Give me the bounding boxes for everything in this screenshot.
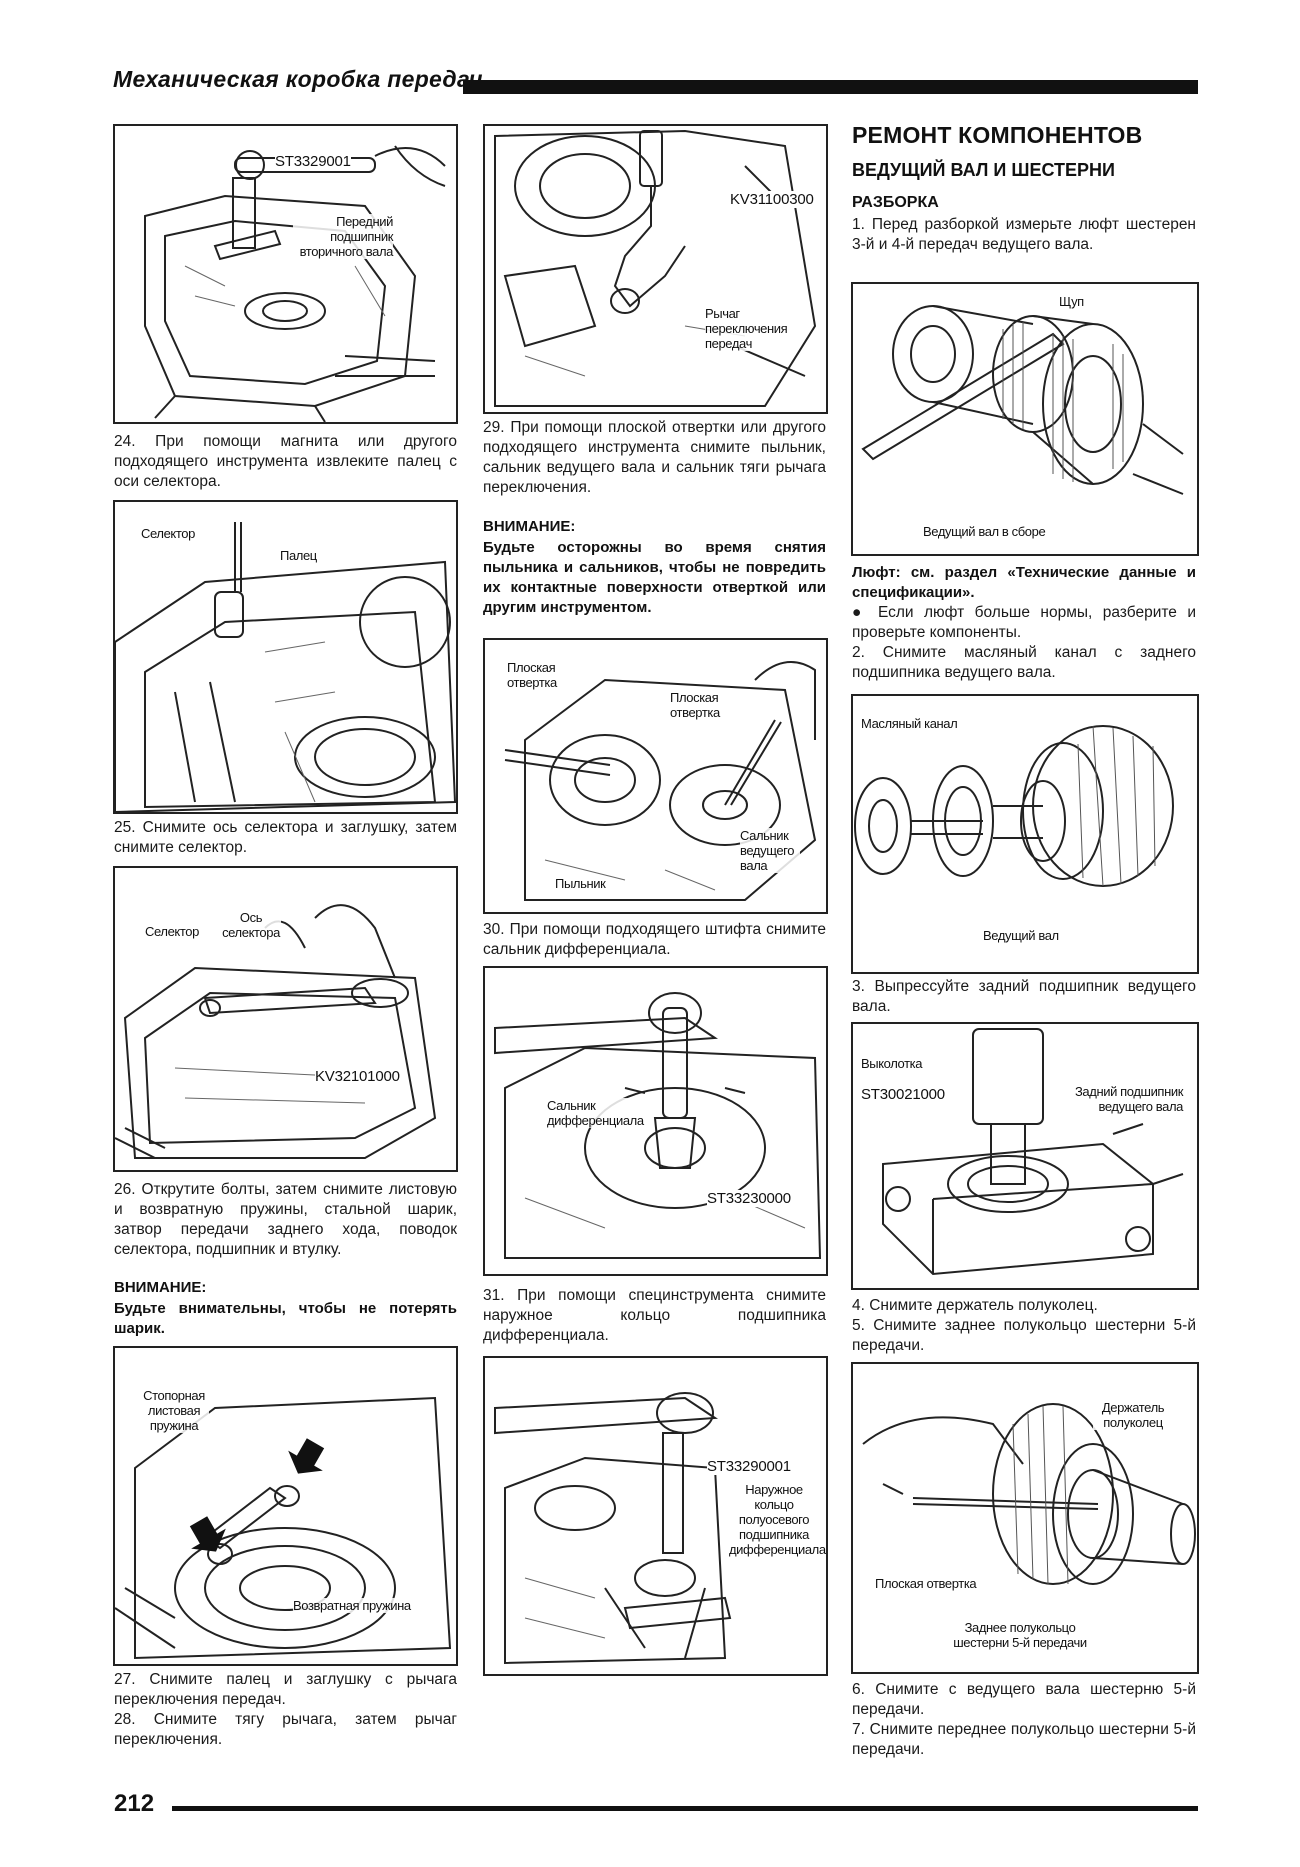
callout-oil-channel: Масляный канал xyxy=(861,716,958,731)
tool-code: ST33230000 xyxy=(707,1190,791,1207)
illustration-diff-seal xyxy=(494,992,822,1259)
illustration-output-bearing-tool xyxy=(144,145,446,422)
figure-step-27: Стопорная листовая пружина Возвратная пр… xyxy=(113,1346,458,1666)
figure-step-30: Плоская отвертка Плоская отвертка Пыльни… xyxy=(483,638,828,914)
illustration-oil-channel xyxy=(854,725,1174,887)
callout-leaf-spring: Стопорная листовая пружина xyxy=(139,1388,209,1433)
warning-text: Будьте внимательны, чтобы не потерять ша… xyxy=(114,1300,457,1337)
figure-rear-bearing: Выколотка ST30021000 Задний подшипник ве… xyxy=(851,1022,1199,1290)
comp-step-5-text: 5. Снимите заднее полукольцо шестерни 5-… xyxy=(852,1317,1196,1354)
comp-bullet-text: ● Если люфт больше нормы, разберите и пр… xyxy=(852,604,1196,641)
section-heading: РЕМОНТ КОМПОНЕНТОВ xyxy=(852,122,1143,148)
warning-title: ВНИМАНИЕ: xyxy=(483,518,576,535)
comp-step-2-text: 2. Снимите масляный канал с заднего подш… xyxy=(852,644,1196,681)
step-28-text: 28. Снимите тягу рычага, затем рычаг пер… xyxy=(114,1711,457,1748)
figure-oil-channel: Масляный канал Ведущий вал xyxy=(851,694,1199,974)
callout-rear-half-ring: Заднее полукольцо шестерни 5-й передачи xyxy=(945,1620,1095,1650)
callout-boot: Пыльник xyxy=(555,876,606,891)
figure-step-31: Сальник дифференциала ST33230000 xyxy=(483,966,828,1276)
illustration-half-ring xyxy=(862,1403,1196,1585)
step-26-text: 26. Открутите болты, затем снимите листо… xyxy=(114,1181,457,1258)
page-number: 212 xyxy=(114,1790,155,1817)
step-27-text: 27. Снимите палец и заглушку с рычага пе… xyxy=(114,1671,457,1708)
page-header-title: Механическая коробка передач xyxy=(113,66,483,92)
illustration-bearing-press xyxy=(882,1028,1184,1276)
comp-step-4-text: 4. Снимите держатель полуколец. xyxy=(852,1297,1098,1314)
illustration-selector-pin xyxy=(115,522,456,812)
header-rule xyxy=(463,80,1198,94)
callout-outer-race: Наружное кольцо полуосевого подшипника д… xyxy=(729,1482,826,1557)
footer-rule xyxy=(172,1806,1198,1811)
callout-screwdriver-left: Плоская отвертка xyxy=(507,660,567,690)
subsubsection-heading: РАЗБОРКА xyxy=(852,194,939,211)
warning-text: Будьте осторожны во время снятия пыльник… xyxy=(483,539,826,616)
tool-code: KV31100300 xyxy=(730,191,814,208)
step-29-text: 29. При помощи плоской отвертки или друг… xyxy=(483,419,826,496)
callout-input-shaft-assy: Ведущий вал в сборе xyxy=(923,524,1046,539)
figure-step-24: ST3329001 Передний подшипник вторичного … xyxy=(113,124,458,424)
figure-step-29: KV31100300 Рычаг переключения передач xyxy=(483,124,828,414)
illustration-seal-removal xyxy=(504,661,817,901)
callout-feeler-gauge: Щуп xyxy=(1059,294,1084,309)
illustration-selector-axis xyxy=(115,904,437,1159)
callout-flat-screwdriver: Плоская отвертка xyxy=(875,1576,977,1591)
callout-selector-axis: Ось селектора xyxy=(221,910,281,940)
callout-pin: Палец xyxy=(280,548,317,563)
callout-rear-bearing: Задний подшипник ведущего вала xyxy=(1063,1084,1183,1114)
callout-shift-lever: Рычаг переключения передач xyxy=(705,306,788,351)
figure-snap-ring: Держатель полуколец Плоская отвертка Зад… xyxy=(851,1362,1199,1674)
step-24-text: 24. При помощи магнита или другого подхо… xyxy=(114,433,457,490)
callout-input-shaft-seal: Сальник ведущего вала xyxy=(740,828,800,873)
callout-return-spring: Возвратная пружина xyxy=(293,1598,411,1613)
step-31-text: 31. При помощи специнструмента снимите н… xyxy=(483,1287,826,1344)
illustration-bearing-race xyxy=(494,1392,732,1665)
illustration-feeler-gauge xyxy=(861,305,1184,495)
callout-ring-holder: Держатель полуколец xyxy=(1093,1400,1173,1430)
figure-step-32: ST33290001 Наружное кольцо полуосевого п… xyxy=(483,1356,828,1676)
step-25-text: 25. Снимите ось селектора и заглушку, за… xyxy=(114,819,457,856)
subsection-heading: ВЕДУЩИЙ ВАЛ И ШЕСТЕРНИ xyxy=(852,160,1115,180)
callout-selector: Селектор xyxy=(145,924,199,939)
callout-diff-seal: Сальник дифференциала xyxy=(547,1098,644,1128)
callout-front-bearing: Передний подшипник вторичного вала xyxy=(293,214,393,259)
figure-step-26: Селектор Ось селектора KV32101000 xyxy=(113,866,458,1172)
comp-step-7-text: 7. Снимите переднее полукольцо шестерни … xyxy=(852,1721,1196,1758)
callout-selector: Селектор xyxy=(141,526,195,541)
tool-code: ST33290001 xyxy=(707,1458,791,1475)
play-spec-note: Люфт: см. раздел «Технические данные и с… xyxy=(852,564,1196,601)
callout-punch: Выколотка xyxy=(861,1056,923,1071)
tool-code: ST3329001 xyxy=(275,153,351,170)
figure-playgap: Щуп Ведущий вал в сборе xyxy=(851,282,1199,556)
comp-step-6-text: 6. Снимите с ведущего вала шестерню 5-й … xyxy=(852,1681,1196,1718)
tool-code: ST30021000 xyxy=(861,1086,945,1103)
figure-step-25: Селектор Палец xyxy=(113,500,458,814)
warning-title: ВНИМАНИЕ: xyxy=(114,1279,207,1296)
tool-code: KV32101000 xyxy=(315,1068,400,1085)
step-30-text: 30. При помощи подходящего штифта снимит… xyxy=(483,921,826,958)
comp-step-1-text: 1. Перед разборкой измерьте люфт шестере… xyxy=(852,216,1196,253)
callout-screwdriver-right: Плоская отвертка xyxy=(670,690,730,720)
callout-input-shaft: Ведущий вал xyxy=(983,928,1059,943)
illustration-shift-lever xyxy=(494,129,817,407)
comp-step-3-text: 3. Выпрессуйте задний подшипник ведущего… xyxy=(852,978,1196,1015)
